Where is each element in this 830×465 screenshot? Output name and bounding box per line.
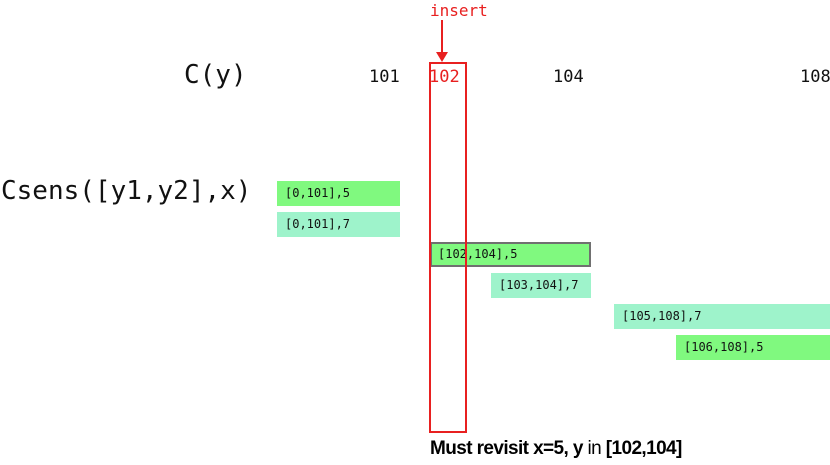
caption-part-1: Must revisit x=5, y [430, 438, 583, 459]
interval-bar: [106,108],5 [676, 335, 830, 360]
caption-part-2: in [587, 438, 602, 459]
tick-value-102: 102 [429, 67, 460, 87]
tick-value-101: 101 [369, 67, 400, 87]
insert-arrow-icon [436, 20, 448, 62]
interval-bar: [103,104],7 [491, 273, 591, 298]
insert-label: insert [430, 1, 488, 20]
tick-value-108: 108 [800, 67, 830, 87]
caption: Must revisit x=5, y in [102,104] [430, 437, 682, 461]
interval-bar: [0,101],5 [277, 181, 400, 206]
tick-value-104: 104 [553, 67, 584, 87]
interval-bar: [0,101],7 [277, 212, 400, 237]
interval-bar: [105,108],7 [614, 304, 830, 329]
caption-part-3: [102,104] [605, 438, 683, 459]
row-label-csens: Csens([y1,y2],x) [1, 176, 252, 206]
interval-bar-highlighted: [102,104],5 [430, 242, 591, 267]
row-label-cy: C(y) [184, 60, 247, 90]
insert-column-box [429, 62, 467, 433]
